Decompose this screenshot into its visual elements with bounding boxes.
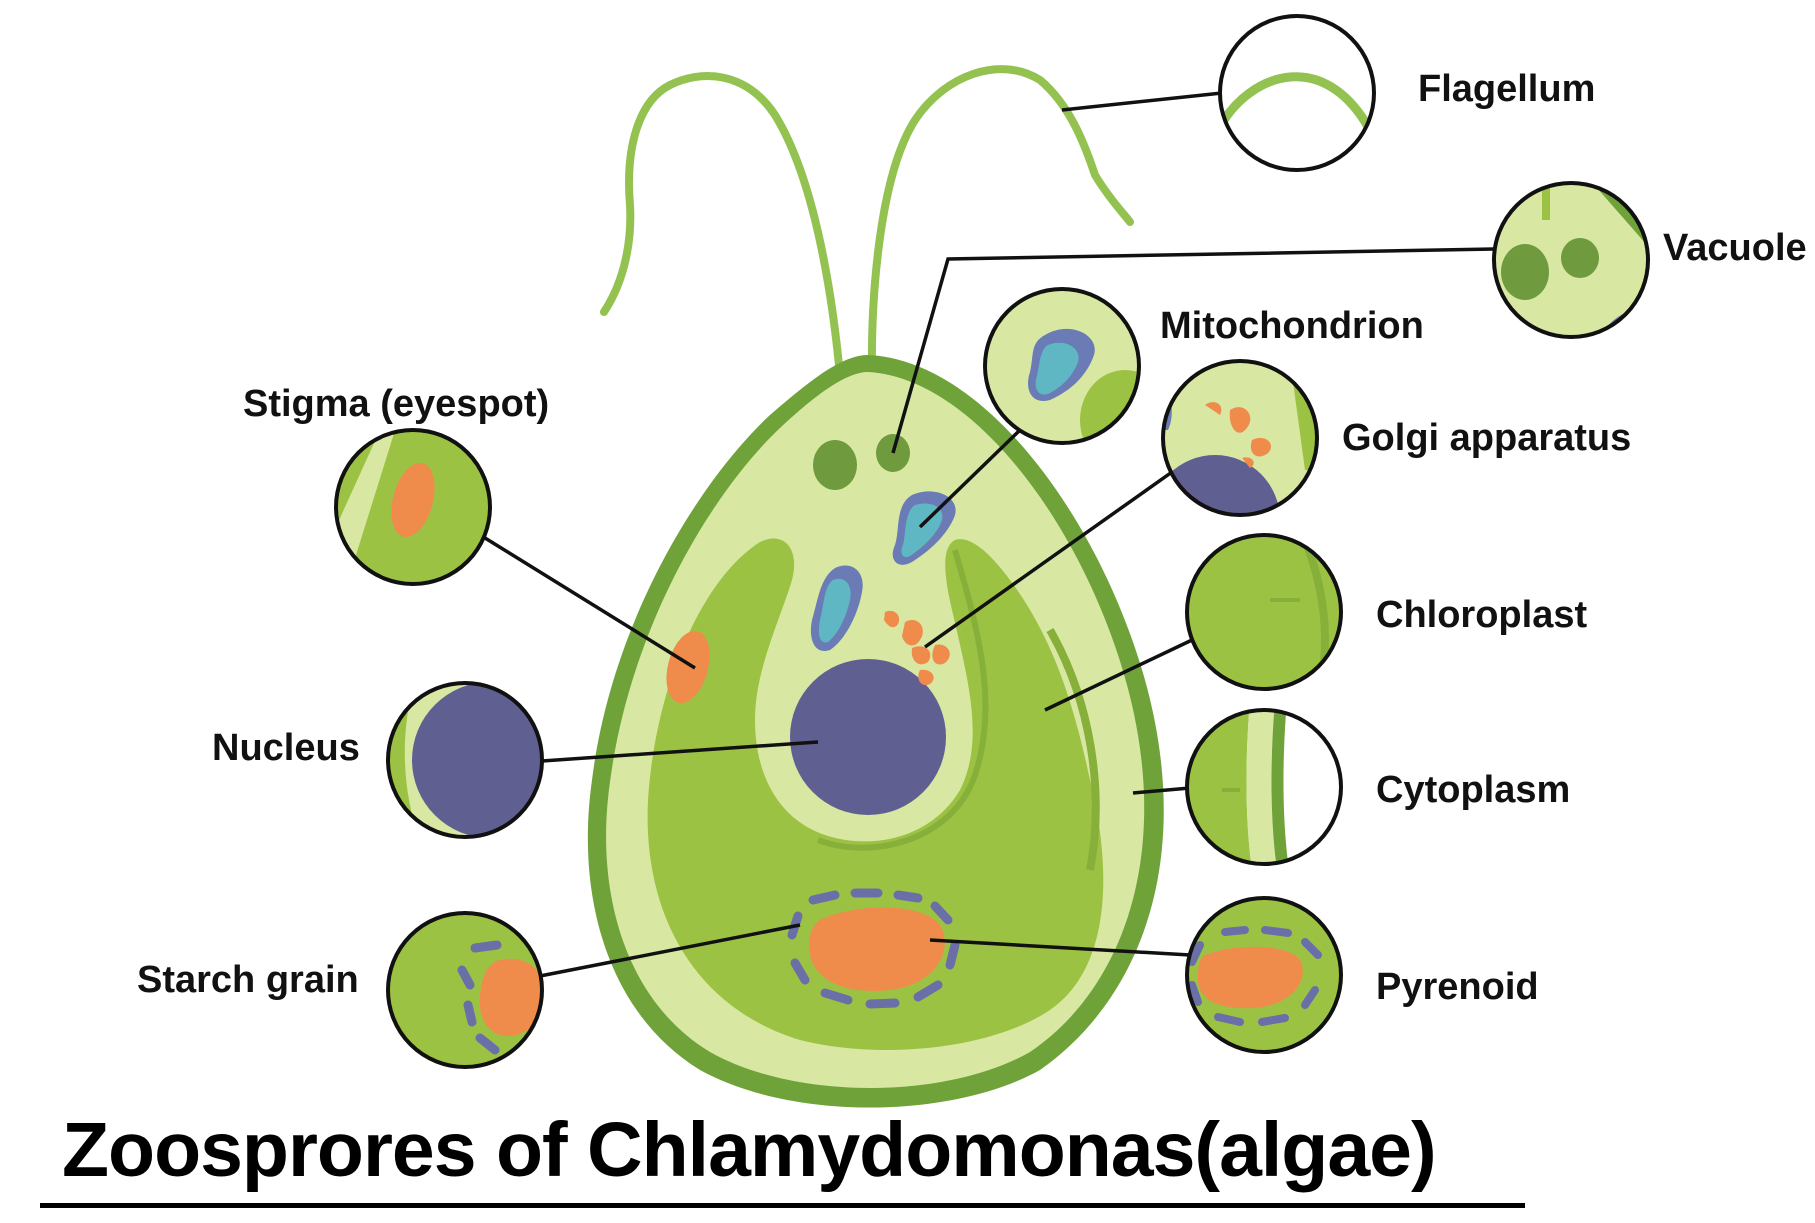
pyrenoid (787, 888, 960, 1009)
leader-stigma (484, 536, 696, 670)
label-cytoplasm: Cytoplasm (1376, 769, 1571, 811)
label-flagellum: Flagellum (1418, 68, 1596, 110)
zoom-chloroplast (1185, 533, 1343, 691)
label-mitochondrion: Mitochondrion (1160, 305, 1424, 347)
leader-flagellum (1061, 91, 1223, 112)
zoom-vacuole (1492, 181, 1650, 339)
leader-cytoplasm (1132, 786, 1191, 795)
leader-mitochondrion (918, 428, 1022, 529)
diagram-title: Zoosprores of Chlamydomonas(algae) (62, 1107, 1437, 1193)
nucleus (790, 659, 946, 815)
title-underline (40, 1203, 1525, 1208)
zoom-nucleus (386, 681, 544, 839)
leader-chloroplast (1044, 638, 1193, 712)
zoom-flagellum (1218, 14, 1376, 172)
zoom-golgi (1161, 359, 1319, 517)
flagella (600, 65, 1134, 416)
flagellum-left (600, 72, 847, 416)
golgi-bodies (884, 610, 950, 686)
vacuole-left (813, 440, 857, 490)
label-starch-grain: Starch grain (137, 959, 359, 1001)
label-golgi-apparatus: Golgi apparatus (1342, 417, 1632, 459)
leader-pyrenoid (929, 938, 1191, 957)
chloroplast-outer-edge (1046, 628, 1100, 871)
chloroplast-inner-edge (816, 549, 989, 851)
label-stigma: Stigma (eyespot) (243, 383, 550, 425)
leader-vacuole (891, 247, 1495, 454)
leader-starch (539, 923, 801, 978)
label-nucleus: Nucleus (212, 727, 360, 769)
zoom-cytoplasm (1185, 708, 1343, 866)
leader-golgi (923, 470, 1174, 649)
flagellum-right (867, 65, 1134, 416)
chloroplast-cup (647, 538, 1104, 1050)
label-pyrenoid: Pyrenoid (1376, 966, 1539, 1008)
leader-nucleus (541, 740, 819, 763)
label-chloroplast: Chloroplast (1376, 594, 1588, 636)
stigma (666, 630, 710, 704)
zoom-starch (386, 911, 544, 1069)
zoom-stigma (334, 428, 492, 586)
zoom-pyrenoid (1185, 896, 1343, 1054)
cell-body (587, 355, 1164, 1108)
label-vacuole: Vacuole (1663, 227, 1807, 269)
leader-lines (484, 91, 1495, 978)
